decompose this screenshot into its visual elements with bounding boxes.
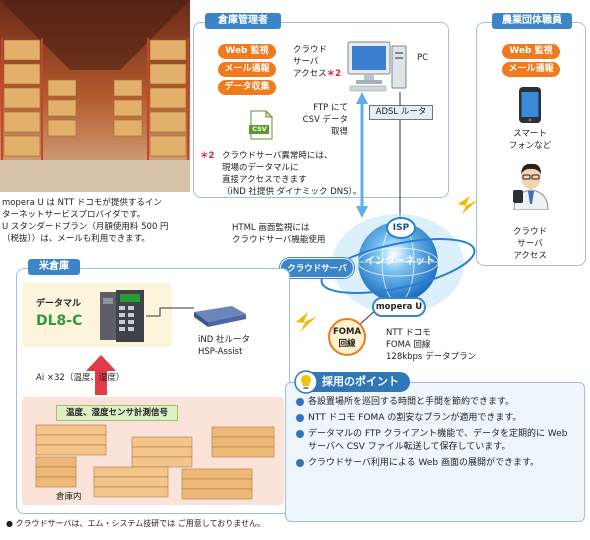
point-text-1: 各設置場所を巡回する時間と手間を節約できます。 <box>308 397 515 407</box>
html-line1: HTML 画面監視には <box>232 223 310 233</box>
mopera-node: mopera U <box>372 297 426 317</box>
staff-cloud-line2: サーバ <box>517 239 543 249</box>
note-mark: ＊2 <box>200 151 215 161</box>
ftp-label: FTP にて CSV データ 取得 <box>298 102 348 138</box>
lightbulb-icon <box>294 370 318 394</box>
smartphone-label: スマート フォンなど <box>496 128 564 152</box>
point-text-2: NTT ドコモ FOMA の割安なプランが適用できます。 <box>308 413 522 423</box>
ind-router-line1: iND 社ルータ <box>198 335 250 345</box>
pc-icon <box>346 40 408 92</box>
device-model: DL8-C <box>36 313 83 329</box>
docomo-plan-label: NTT ドコモ FOMA 回線 128kbps データプラン <box>386 327 476 363</box>
datamaru-device-icon <box>98 288 146 344</box>
point-item: クラウドサーバ利用による Web 画面の展開ができます。 <box>296 457 578 470</box>
isp-node: ISP <box>386 217 416 239</box>
sensor-signal-label: 温度、湿度センサ計測信号 <box>56 405 178 421</box>
staff-mail-button[interactable]: メール通報 <box>502 62 560 77</box>
ind-router-line2: HSP-Assist <box>198 347 243 357</box>
internet-label: インターネット <box>365 256 435 267</box>
farm-staff-header: 農業団体職員 <box>492 13 572 29</box>
csv-icon-label: CSV <box>252 125 267 133</box>
ind-router-icon <box>192 302 248 328</box>
mopera-note-line1: mopera U は NTT ドコモが提供するイン <box>2 198 162 208</box>
point-item: データマルの FTP クライアント機能で、データを定期的に Web サーバへ C… <box>296 428 578 454</box>
foma-node: FOMA 回線 <box>328 318 366 356</box>
warehouse-manager-header: 倉庫管理者 <box>205 13 281 29</box>
adsl-router: ADSL ルータ <box>369 105 433 120</box>
signal-up-arrow <box>86 355 116 395</box>
manager-web-monitor-button[interactable]: Web 監視 <box>218 44 276 59</box>
cloud-server-footnote: ● クラウドサーバは、エム・システム技研では ご用意しておりません。 <box>6 519 266 528</box>
html-monitor-note: HTML 画面監視には クラウドサーバ機能使用 <box>232 222 325 246</box>
point-text-3: データマルの FTP クライアント機能で、データを定期的に Web サーバへ C… <box>308 429 568 452</box>
points-title: 採用のポイント <box>322 375 399 388</box>
smartphone-icon <box>518 86 542 124</box>
mopera-note-line3: U スタンダードプラン（月額使用料 500 円 <box>2 222 169 232</box>
points-panel <box>285 382 585 522</box>
cloud-access-line2: サーバ <box>293 57 319 67</box>
staff-person-icon <box>510 160 552 211</box>
note-line1: クラウドサーバ異常時には、 <box>222 151 333 161</box>
html-line2: クラウドサーバ機能使用 <box>232 235 326 245</box>
note-line3: 直接アクセスできます <box>222 175 307 185</box>
cloud-access-line1: クラウド <box>293 45 328 55</box>
points-list: 各設置場所を巡回する時間と手間を節約できます。 NTT ドコモ FOMA の割安… <box>296 396 578 470</box>
bullet-icon <box>296 398 304 406</box>
bullet-icon <box>296 414 304 422</box>
docomo-line2: FOMA 回線 <box>386 340 431 350</box>
mopera-note-line4: （税抜））は、メールも利用できます。 <box>2 234 150 244</box>
ftp-line1: FTP にて <box>313 103 348 113</box>
warehouse-photo <box>0 0 190 192</box>
device-label: データマル <box>36 299 82 309</box>
cloud-access-mark: ＊2 <box>326 69 341 79</box>
note-line2: 現場のデータマルに <box>222 163 299 173</box>
manager-data-collect-button[interactable]: データ収集 <box>218 80 276 95</box>
analog-inputs-label: Ai ×32（温度、湿度） <box>36 373 125 383</box>
bullet-icon <box>296 459 304 467</box>
dynamic-dns-note: ＊2 クラウドサーバ異常時には、 現場のデータマルに 直接アクセスできます （i… <box>200 150 361 198</box>
mopera-note: mopera U は NTT ドコモが提供するイン ターネットサービスプロバイダ… <box>2 197 202 245</box>
note-line4: （iND 社提供 ダイナミック DNS）。 <box>222 187 362 197</box>
ftp-line3: 取得 <box>330 127 348 137</box>
csv-file-icon: CSV <box>249 109 274 140</box>
rice-warehouse-header: 米倉庫 <box>28 259 80 275</box>
staff-cloud-line1: クラウド <box>512 227 547 237</box>
docomo-line3: 128kbps データプラン <box>386 352 477 362</box>
point-item: 各設置場所を巡回する時間と手間を節約できます。 <box>296 396 578 409</box>
pc-label: PC <box>417 53 429 63</box>
manager-mail-button[interactable]: メール通報 <box>218 62 276 77</box>
smartphone-line1: スマート <box>513 129 547 139</box>
staff-cloud-access-label: クラウド サーバ アクセス <box>496 226 564 262</box>
foma-line1: FOMA <box>332 327 362 337</box>
device-area <box>22 283 172 347</box>
smartphone-line2: フォンなど <box>508 141 552 151</box>
foma-line2: 回線 <box>338 339 356 349</box>
ind-router-label: iND 社ルータ HSP-Assist <box>198 334 250 358</box>
cloud-server-node: クラウドサーバ <box>280 258 354 278</box>
device-router-connection <box>146 307 194 317</box>
warehouse-inside-label: 倉庫内 <box>56 492 82 502</box>
point-text-4: クラウドサーバ利用による Web 画面の展開ができます。 <box>308 458 540 468</box>
points-title-bar <box>300 372 410 392</box>
bullet-icon <box>296 430 304 438</box>
point-item: NTT ドコモ FOMA の割安なプランが適用できます。 <box>296 412 578 425</box>
cloud-access-line3: アクセス <box>293 69 327 79</box>
cloud-access-label: クラウド サーバ アクセス＊2 <box>293 44 341 80</box>
docomo-line1: NTT ドコモ <box>386 328 431 338</box>
ftp-line2: CSV データ <box>302 115 348 125</box>
staff-cloud-line3: アクセス <box>513 251 547 261</box>
mopera-note-line2: ターネットサービスプロバイダです。 <box>2 210 146 220</box>
staff-web-monitor-button[interactable]: Web 監視 <box>502 44 560 59</box>
